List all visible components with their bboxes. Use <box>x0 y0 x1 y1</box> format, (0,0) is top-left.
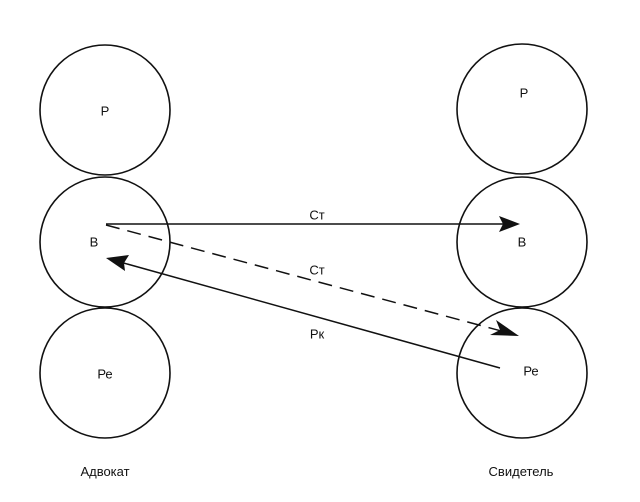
advocate-child-label: Ре <box>97 366 112 381</box>
stimulus-child-arrowhead <box>490 320 519 336</box>
witness-parent-circle <box>456 43 588 175</box>
stimulus-adult-arrowhead <box>499 216 520 232</box>
witness-adult-circle <box>456 176 588 308</box>
stimulus-child-label: Ст <box>309 262 324 277</box>
response-arrow-line <box>119 261 501 369</box>
transaction-stimulus-adult: Ст <box>106 207 520 232</box>
advocate-adult-label: В <box>90 234 99 249</box>
transaction-stimulus-child: Ст <box>105 224 519 336</box>
advocate-title: Адвокат <box>80 464 129 479</box>
advocate-column: Р В Ре <box>39 44 171 439</box>
advocate-parent-circle <box>39 44 171 176</box>
witness-adult-label: В <box>518 234 527 249</box>
response-arrowhead <box>106 255 129 271</box>
witness-child-label: Ре <box>523 363 538 378</box>
witness-column: Р В Ре <box>456 43 588 439</box>
witness-parent-label: Р <box>520 85 529 100</box>
response-label: Рк <box>310 326 325 341</box>
advocate-adult-circle <box>39 176 171 308</box>
transaction-response: Рк <box>106 255 501 369</box>
witness-title: Свидетель <box>489 464 554 479</box>
stimulus-adult-label: Ст <box>309 207 324 222</box>
advocate-child-circle <box>39 307 171 439</box>
witness-child-circle <box>456 307 588 439</box>
advocate-parent-label: Р <box>101 103 110 118</box>
stimulus-child-arrow-line <box>105 224 506 333</box>
